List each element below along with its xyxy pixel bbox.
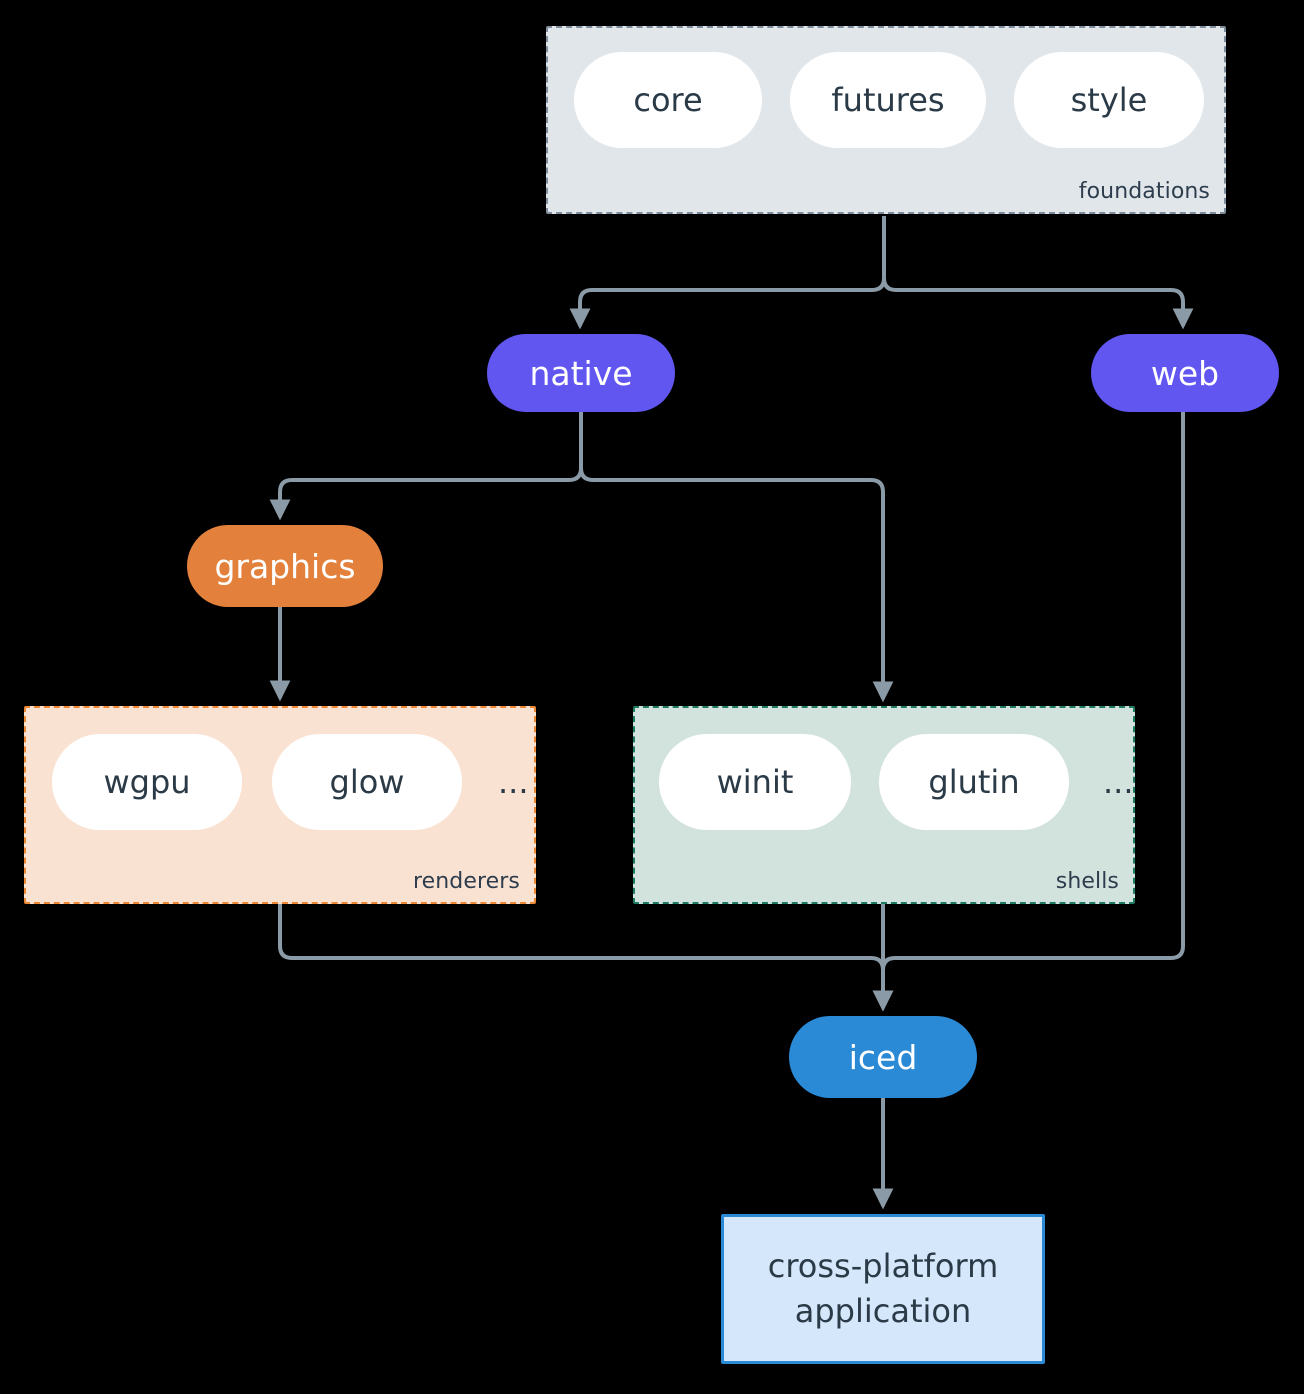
edge-native-graphics	[269, 412, 583, 521]
edge-foundations-native	[569, 216, 886, 330]
node-native[interactable]: native	[487, 334, 675, 412]
package-style[interactable]: style	[1014, 52, 1204, 148]
group-shells-label: shells	[1055, 869, 1119, 894]
group-foundations-items: core futures style	[574, 52, 1204, 148]
group-foundations: core futures style foundations	[546, 26, 1226, 214]
package-futures[interactable]: futures	[790, 52, 986, 148]
package-winit[interactable]: winit	[659, 734, 851, 830]
node-graphics[interactable]: graphics	[187, 525, 383, 607]
group-renderers: wgpu glow ... renderers	[24, 706, 536, 904]
package-glow[interactable]: glow	[272, 734, 462, 830]
edge-foundations-web	[882, 216, 1194, 330]
edge-native-shells	[579, 412, 894, 703]
group-shells-items: winit glutin ...	[659, 734, 1140, 830]
renderers-ellipsis: ...	[498, 763, 529, 801]
shells-ellipsis: ...	[1103, 763, 1134, 801]
node-iced[interactable]: iced	[789, 1016, 977, 1098]
node-cross-platform-application[interactable]: cross-platform application	[721, 1214, 1045, 1364]
application-label-line1: cross-platform	[767, 1246, 999, 1285]
group-foundations-label: foundations	[1078, 179, 1210, 204]
edge-web-iced	[872, 412, 1185, 1012]
group-renderers-items: wgpu glow ...	[52, 734, 535, 830]
package-glutin[interactable]: glutin	[879, 734, 1069, 830]
package-wgpu[interactable]: wgpu	[52, 734, 242, 830]
group-shells: winit glutin ... shells	[633, 706, 1135, 904]
node-web[interactable]: web	[1091, 334, 1279, 412]
group-renderers-label: renderers	[412, 869, 520, 894]
edge-renderers-iced	[278, 904, 894, 1012]
application-label-line2: application	[794, 1292, 972, 1330]
package-core[interactable]: core	[574, 52, 762, 148]
